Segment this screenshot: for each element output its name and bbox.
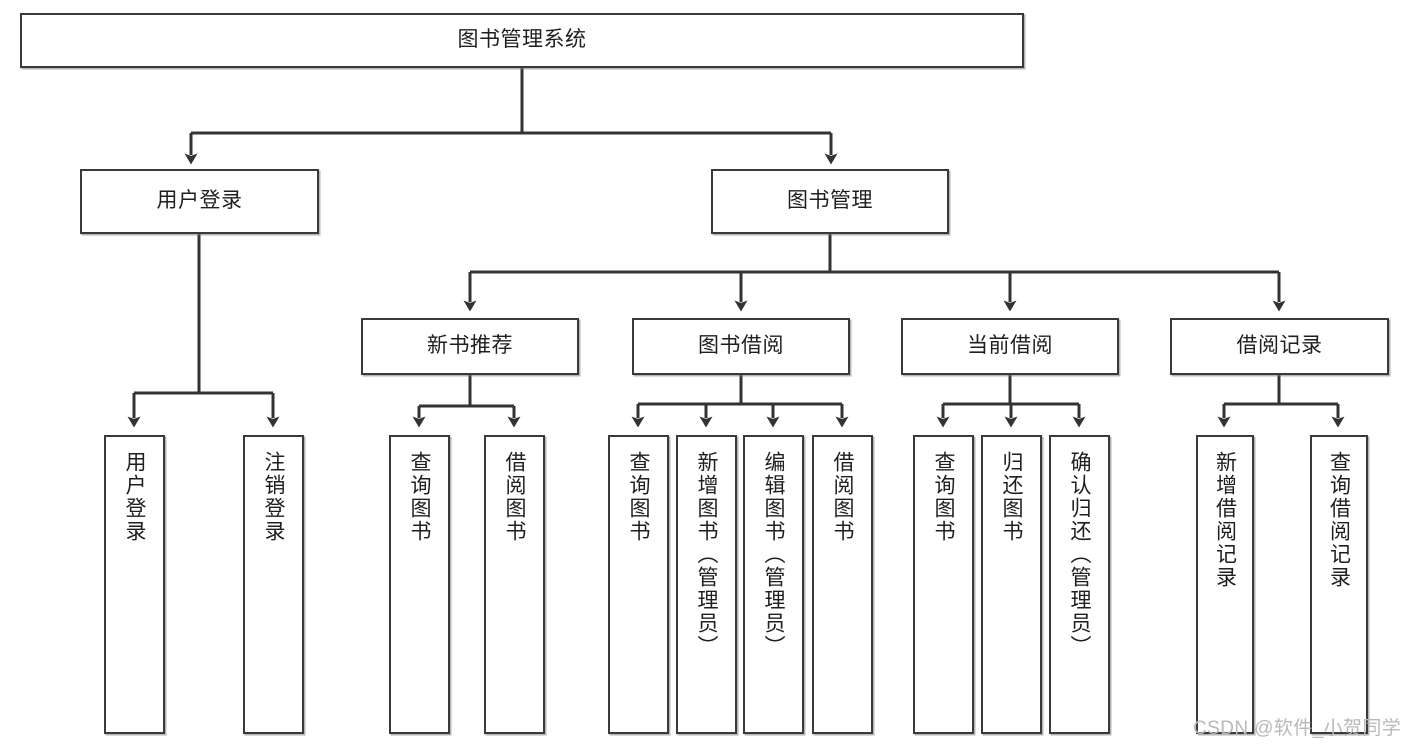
- node-leaf-user-login[interactable]: 用户登录: [104, 435, 165, 734]
- node-leaf-user-logout-label: 注销登录: [262, 451, 285, 543]
- node-new-book-recommend-label: 新书推荐: [427, 334, 513, 358]
- node-current-borrow-label: 当前借阅: [967, 334, 1053, 358]
- node-leaf-query-book-2[interactable]: 查询图书: [608, 435, 669, 734]
- node-current-borrow[interactable]: 当前借阅: [901, 318, 1119, 375]
- node-leaf-add-record[interactable]: 新增借阅记录: [1196, 435, 1254, 734]
- node-leaf-borrow-book-1-label: 借阅图书: [503, 451, 526, 543]
- node-leaf-add-book-label: 新增图书（管理员）: [695, 451, 718, 658]
- node-leaf-add-record-label: 新增借阅记录: [1213, 451, 1237, 589]
- node-new-book-recommend[interactable]: 新书推荐: [361, 318, 579, 375]
- node-leaf-borrow-book-2-label: 借阅图书: [831, 451, 854, 543]
- node-leaf-query-book-1-label: 查询图书: [408, 451, 431, 543]
- node-leaf-query-record[interactable]: 查询借阅记录: [1310, 435, 1368, 734]
- node-leaf-query-book-3-label: 查询图书: [932, 451, 955, 543]
- node-leaf-query-book-1[interactable]: 查询图书: [389, 435, 450, 734]
- watermark-text: CSDN @软件_小贺同学: [1193, 718, 1402, 739]
- node-user-login[interactable]: 用户登录: [80, 169, 319, 234]
- node-leaf-borrow-book-1[interactable]: 借阅图书: [484, 435, 545, 734]
- node-book-manage-label: 图书管理: [787, 189, 873, 213]
- node-leaf-query-book-2-label: 查询图书: [627, 451, 650, 543]
- node-leaf-edit-book-label: 编辑图书（管理员）: [762, 451, 785, 658]
- node-leaf-add-book[interactable]: 新增图书（管理员）: [676, 435, 737, 734]
- node-leaf-confirm-return-label: 确认归还（管理员）: [1068, 451, 1091, 658]
- node-leaf-user-login-label: 用户登录: [123, 451, 146, 543]
- node-borrow-record-label: 借阅记录: [1236, 334, 1323, 358]
- node-leaf-query-book-3[interactable]: 查询图书: [913, 435, 974, 734]
- node-book-borrow-label: 图书借阅: [698, 334, 784, 358]
- node-leaf-return-book-label: 归还图书: [1000, 451, 1023, 543]
- node-user-login-label: 用户登录: [156, 189, 243, 213]
- node-leaf-borrow-book-2[interactable]: 借阅图书: [812, 435, 873, 734]
- node-leaf-edit-book[interactable]: 编辑图书（管理员）: [743, 435, 804, 734]
- node-root[interactable]: 图书管理系统: [20, 13, 1024, 68]
- node-leaf-return-book[interactable]: 归还图书: [981, 435, 1042, 734]
- node-book-borrow[interactable]: 图书借阅: [632, 318, 850, 375]
- node-leaf-confirm-return[interactable]: 确认归还（管理员）: [1049, 435, 1110, 734]
- node-leaf-user-logout[interactable]: 注销登录: [243, 435, 304, 734]
- node-root-label: 图书管理系统: [457, 28, 587, 52]
- node-book-manage[interactable]: 图书管理: [711, 169, 949, 234]
- node-leaf-query-record-label: 查询借阅记录: [1327, 451, 1351, 589]
- node-borrow-record[interactable]: 借阅记录: [1170, 318, 1389, 375]
